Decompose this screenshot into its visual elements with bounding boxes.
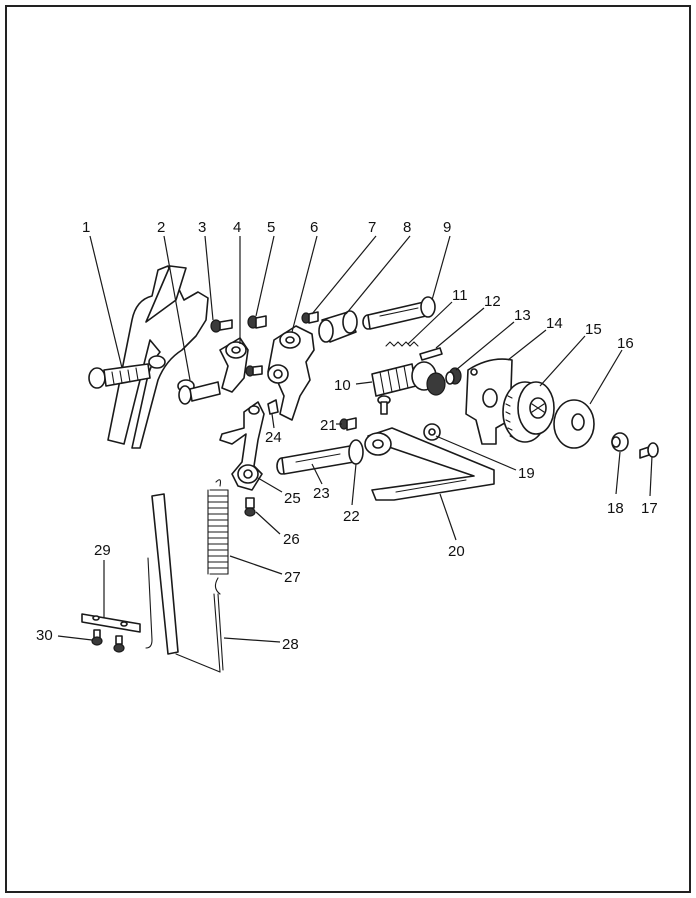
leader-lines (57, 235, 653, 643)
part-18-nut (611, 432, 629, 452)
leader-12 (435, 307, 485, 349)
part-17-screw (639, 442, 659, 459)
part-6-crank (267, 325, 315, 421)
callout-4: 4 (233, 219, 241, 236)
part-13-collar (445, 367, 462, 385)
callout-5: 5 (267, 219, 275, 236)
callout-15: 15 (585, 321, 602, 338)
leader-19 (435, 435, 517, 471)
leader-24 (271, 413, 275, 429)
part-23-shaft (276, 439, 364, 475)
callout-26: 26 (283, 531, 300, 548)
small-screw-center (245, 365, 263, 377)
leader-20 (439, 493, 457, 541)
callout-29: 29 (94, 542, 111, 559)
leader-17 (649, 455, 653, 497)
leader-28 (223, 637, 281, 643)
part-21-screw (339, 417, 357, 431)
callout-9: 9 (443, 219, 451, 236)
leader-11 (407, 301, 453, 345)
parts-artwork (81, 265, 659, 673)
callout-10: 10 (334, 377, 351, 394)
callout-12: 12 (484, 293, 501, 310)
part-24-clip (267, 399, 279, 415)
leader-15 (539, 335, 586, 387)
part-9-shaft (362, 296, 436, 330)
leader-16 (589, 349, 623, 405)
callout-30: 30 (36, 627, 53, 644)
leader-7 (311, 235, 377, 315)
callout-7: 7 (368, 219, 376, 236)
leader-2 (163, 235, 191, 381)
callout-3: 3 (198, 219, 206, 236)
leader-6 (291, 235, 318, 333)
leader-23 (311, 463, 323, 485)
leader-22 (351, 463, 357, 506)
leader-25 (257, 477, 283, 493)
leader-30 (57, 635, 93, 641)
callout-17: 17 (641, 500, 658, 517)
callout-14: 14 (546, 315, 563, 332)
part-1-screw (88, 363, 151, 389)
part-25-arm (219, 401, 265, 491)
leader-13 (455, 321, 515, 371)
part-11-spring (385, 341, 419, 347)
part-29-bracket (81, 613, 141, 633)
callout-22: 22 (343, 508, 360, 525)
callout-25: 25 (284, 490, 301, 507)
callout-labels: 1 2 3 4 5 6 7 8 9 10 11 12 13 14 15 16 1… (36, 219, 658, 653)
leader-18 (615, 451, 621, 495)
part-28-rod (145, 493, 224, 673)
part-16-washer (553, 399, 595, 449)
callout-2: 2 (157, 219, 165, 236)
part-20-lever (364, 427, 495, 501)
part-4-link (219, 337, 249, 393)
callout-8: 8 (403, 219, 411, 236)
leader-27 (229, 555, 283, 575)
callout-20: 20 (448, 543, 465, 560)
callout-24: 24 (265, 429, 282, 446)
callout-23: 23 (313, 485, 330, 502)
part-8-bushing (318, 310, 358, 343)
callout-13: 13 (514, 307, 531, 324)
part-12-pin (419, 347, 443, 361)
callout-19: 19 (518, 465, 535, 482)
leader-9 (431, 235, 451, 301)
part-15-knob (502, 381, 555, 443)
part-3-screw (178, 381, 221, 405)
leader-5 (255, 235, 275, 317)
leader-8 (345, 235, 411, 315)
main-lever (107, 265, 209, 449)
small-screw-vertical (377, 395, 391, 415)
callout-16: 16 (617, 335, 634, 352)
leader-26 (255, 511, 281, 535)
callout-27: 27 (284, 569, 301, 586)
leader-14 (507, 329, 547, 361)
part-26-screw (244, 497, 256, 517)
diagram-frame (5, 5, 691, 893)
callout-11: 11 (452, 287, 468, 304)
part-5-screw (247, 315, 267, 329)
leader-10 (355, 381, 373, 385)
part-14-plate (465, 358, 513, 445)
part-7-screw (301, 311, 319, 324)
leader-3 (204, 235, 214, 321)
callout-1: 1 (82, 219, 90, 236)
callout-18: 18 (607, 500, 624, 517)
part-19-bushing (423, 423, 441, 441)
part-30-screws (91, 629, 125, 653)
part-10-threaded-shaft (371, 361, 446, 397)
callout-6: 6 (310, 219, 318, 236)
callout-28: 28 (282, 636, 299, 653)
callout-21: 21 (320, 417, 337, 434)
small-screw-3 (210, 319, 233, 333)
leader-1 (89, 235, 123, 369)
part-27-spring (207, 479, 229, 595)
